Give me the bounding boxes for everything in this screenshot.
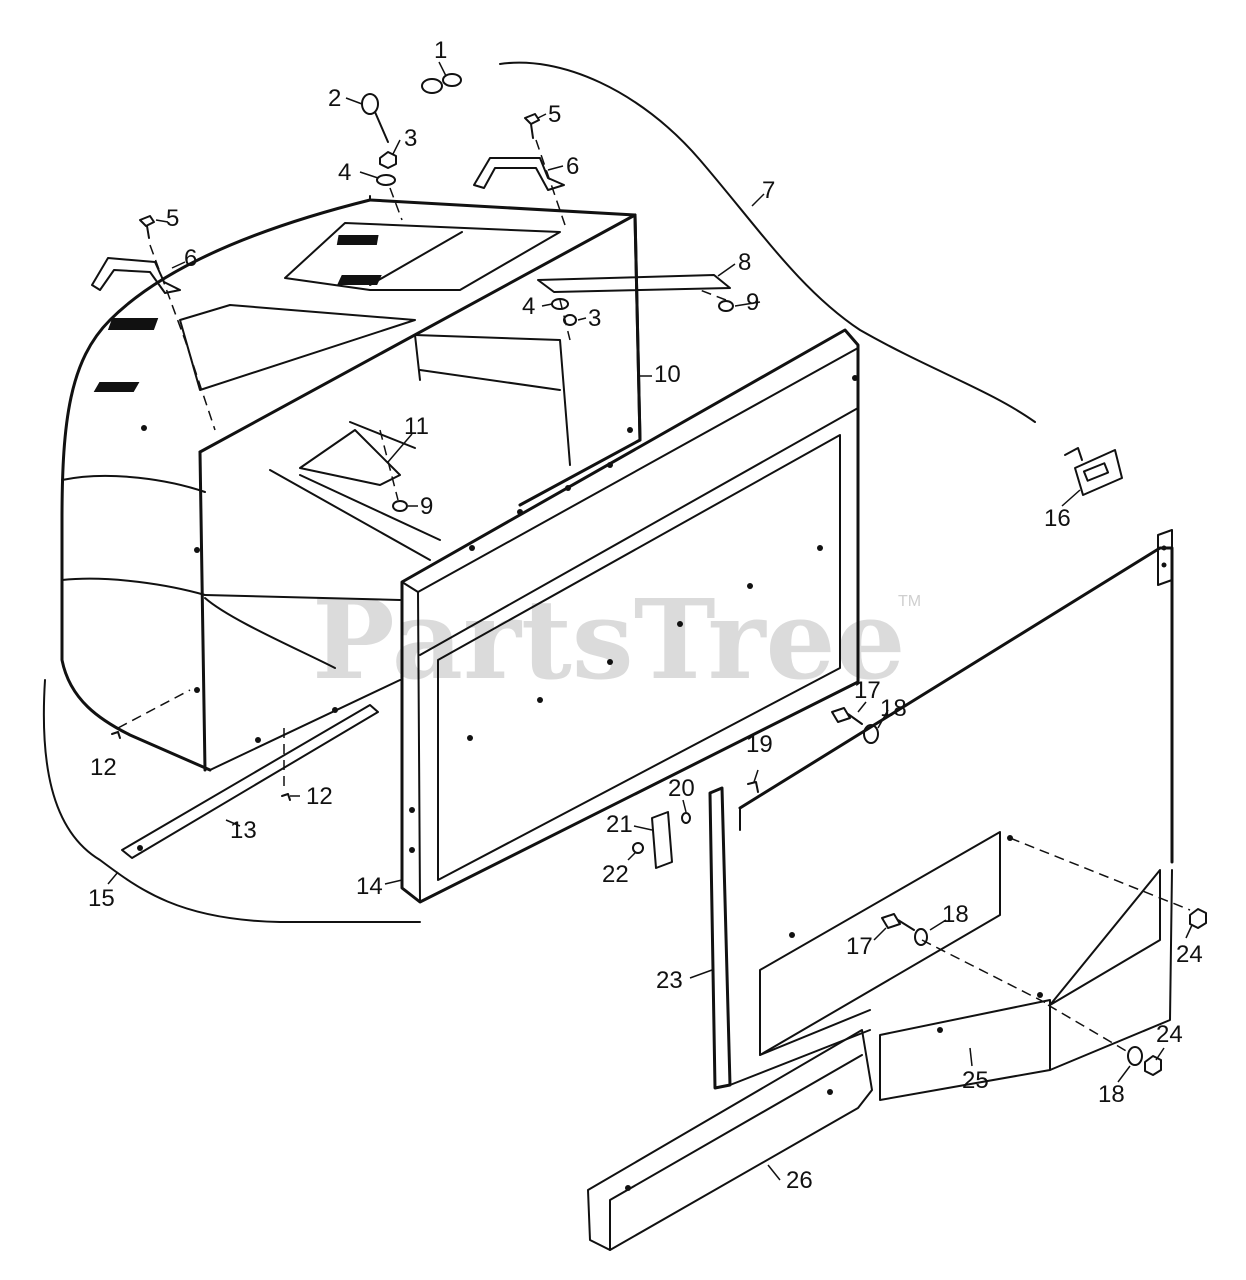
callout-3b: 3 <box>588 305 601 332</box>
callout-18c: 18 <box>1098 1081 1125 1108</box>
callout-12b: 12 <box>306 783 333 810</box>
callout-8: 8 <box>738 249 751 276</box>
nut-part-3a <box>379 151 397 169</box>
watermark-trademark: TM <box>898 593 921 610</box>
callout-5a: 5 <box>548 101 561 128</box>
nut-part-9b <box>392 500 408 512</box>
callout-23: 23 <box>656 967 683 994</box>
callout-18a: 18 <box>880 695 907 722</box>
clip-part-1 <box>421 73 462 94</box>
washer-part-18b <box>914 928 928 946</box>
callout-1: 1 <box>434 37 447 64</box>
callout-6b: 6 <box>184 245 197 272</box>
callout-18b: 18 <box>942 901 969 928</box>
bolt-part-17a <box>831 707 863 725</box>
washer-part-4a <box>376 174 396 186</box>
nut-part-24a <box>1189 908 1207 929</box>
callout-9b: 9 <box>420 493 433 520</box>
watermark-text: PartsTree <box>312 575 906 704</box>
assembly-lines <box>117 139 1191 1053</box>
cable-part-7 <box>499 61 1036 423</box>
bolt-part-17b <box>881 913 915 931</box>
callout-21: 21 <box>606 811 633 838</box>
callout-24a: 24 <box>1176 941 1203 968</box>
callout-10: 10 <box>654 361 681 388</box>
leader-lines <box>107 61 1193 1181</box>
callout-3a: 3 <box>404 125 417 152</box>
watermark: PartsTree TM <box>312 575 921 704</box>
screw-part-19 <box>747 781 759 793</box>
callout-19: 19 <box>746 731 773 758</box>
part-20 <box>681 812 691 824</box>
eyebolt-part-2 <box>361 93 389 143</box>
screw-part-22 <box>632 842 644 854</box>
callout-16: 16 <box>1044 505 1071 532</box>
angle-part-26 <box>587 1029 873 1251</box>
callout-22: 22 <box>602 861 629 888</box>
callout-4a: 4 <box>338 159 351 186</box>
door-panel-part-23 <box>708 529 1174 1090</box>
callout-20: 20 <box>668 775 695 802</box>
light-part-16 <box>1064 447 1123 496</box>
nut-part-24b <box>1144 1055 1162 1076</box>
cable-part-15 <box>42 679 421 923</box>
callout-15: 15 <box>88 885 115 912</box>
callout-17b: 17 <box>846 933 873 960</box>
callout-14: 14 <box>356 873 383 900</box>
screw-part-12a <box>111 731 121 739</box>
callout-11: 11 <box>404 413 429 440</box>
handle-part-6a <box>473 157 565 191</box>
screw-part-12b <box>281 793 291 801</box>
callout-25: 25 <box>962 1067 989 1094</box>
washer-part-18a <box>863 724 879 744</box>
callout-12a: 12 <box>90 754 117 781</box>
panel-part-25 <box>879 869 1173 1101</box>
nut-part-3b <box>563 314 577 326</box>
strip-part-13 <box>121 704 379 859</box>
bolt-part-5a <box>524 113 540 139</box>
strap-part-8 <box>537 274 731 293</box>
nut-part-9a <box>718 300 734 312</box>
callout-9a: 9 <box>746 289 759 316</box>
washer-part-18c <box>1127 1046 1143 1066</box>
callout-6a: 6 <box>566 153 579 180</box>
callout-4b: 4 <box>522 293 535 320</box>
bolt-part-5b <box>139 215 155 239</box>
callout-7: 7 <box>762 177 775 204</box>
callout-26: 26 <box>786 1167 813 1194</box>
callout-2: 2 <box>328 85 341 112</box>
callout-5b: 5 <box>166 205 179 232</box>
callout-17a: 17 <box>854 677 881 704</box>
front-frame-part-14 <box>400 328 860 904</box>
callout-24b: 24 <box>1156 1021 1183 1048</box>
callout-13: 13 <box>230 817 257 844</box>
latch-part-21 <box>651 811 673 869</box>
handle-part-6b <box>91 257 181 294</box>
callout-labels: 1 2 3 4 5 6 7 8 9 4 3 10 11 9 5 6 12 12 … <box>88 37 1203 1194</box>
